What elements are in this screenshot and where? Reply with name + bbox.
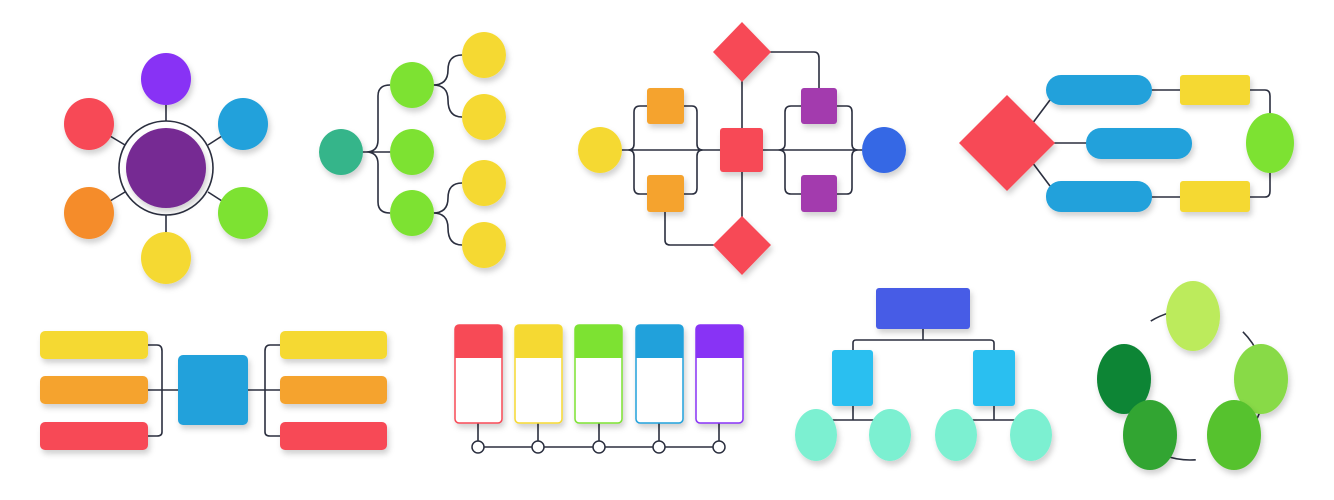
radial-node-top-left	[64, 98, 114, 150]
flowchart-process-box	[801, 88, 837, 124]
timeline-marker	[652, 440, 666, 454]
org-chart-member-node	[1010, 409, 1052, 461]
decision-option-pill	[1046, 181, 1152, 212]
timeline-marker	[592, 440, 606, 454]
bracket-diagram	[40, 331, 387, 450]
flowchart-process-box	[801, 175, 837, 212]
timeline-card-header	[696, 325, 743, 358]
tree-leaf-node	[462, 222, 506, 268]
cycle-node	[1123, 400, 1177, 470]
radial-connectors	[109, 104, 223, 233]
org-chart-root-box	[876, 288, 970, 329]
timeline-card	[695, 324, 744, 424]
radial-node-bottom	[141, 232, 191, 284]
flowchart-decision-diamond-top	[713, 22, 771, 82]
radial-node-top	[141, 53, 191, 105]
timeline-card	[574, 324, 623, 424]
timeline-marker	[531, 440, 545, 454]
flowchart-process-box	[647, 175, 684, 212]
cycle-diagram	[1097, 281, 1288, 470]
decision-option-pill	[1046, 75, 1152, 105]
org-chart-member-node	[869, 409, 911, 461]
flowchart-central-box	[720, 128, 763, 172]
flowchart-diagram	[578, 22, 906, 275]
decision-end-node	[1246, 113, 1294, 173]
decision-diagram	[959, 75, 1294, 212]
bracket-center-box	[178, 355, 248, 425]
tree-connectors	[362, 54, 463, 246]
timeline-card-header	[515, 325, 562, 358]
radial-node-top-right	[218, 98, 268, 150]
radial-node-bottom-left	[64, 187, 114, 239]
timeline-card	[454, 324, 503, 424]
flowchart-process-box	[647, 88, 684, 124]
org-chart-manager-box	[832, 350, 873, 406]
bracket-right-bar	[280, 376, 387, 404]
bracket-left-bar	[40, 331, 148, 359]
tree-branch-node	[390, 129, 434, 175]
radial-diagram	[64, 53, 268, 284]
timeline-marker	[712, 440, 726, 454]
cycle-node	[1166, 281, 1220, 351]
timeline-card-header	[636, 325, 683, 358]
org-chart-member-node	[935, 409, 977, 461]
timeline-marker	[471, 440, 485, 454]
flowchart-decision-diamond-bottom	[713, 216, 771, 275]
decision-connectors	[1031, 89, 1271, 198]
bracket-connectors	[148, 344, 280, 437]
tree-branch-node	[390, 190, 434, 236]
bracket-right-bar	[280, 331, 387, 359]
org-chart-member-node	[795, 409, 837, 461]
decision-option-pill	[1086, 128, 1192, 159]
radial-center-node	[126, 128, 206, 208]
tree-leaf-node	[462, 32, 506, 78]
bracket-left-bar	[40, 376, 148, 404]
org-chart-diagram	[795, 288, 1052, 461]
timeline-card	[635, 324, 684, 424]
tree-leaf-node	[462, 160, 506, 206]
bracket-left-bar	[40, 422, 148, 450]
tree-branch-node	[390, 62, 434, 108]
timeline-card-header	[575, 325, 622, 358]
org-chart-manager-box	[973, 350, 1015, 406]
radial-node-bottom-right	[218, 187, 268, 239]
timeline-card-header	[455, 325, 502, 358]
decision-diamond	[959, 95, 1055, 191]
tree-diagram	[319, 32, 506, 268]
tree-root-node	[319, 129, 363, 175]
timeline-card	[514, 324, 563, 424]
flowchart-end-node	[862, 127, 906, 173]
cycle-node	[1207, 400, 1261, 470]
cycle-node	[1097, 344, 1151, 414]
tree-leaf-node	[462, 94, 506, 140]
cycle-node	[1234, 344, 1288, 414]
timeline-diagram	[454, 324, 744, 454]
decision-step-box	[1180, 181, 1250, 212]
flowchart-start-node	[578, 127, 622, 173]
decision-step-box	[1180, 75, 1250, 105]
bracket-right-bar	[280, 422, 387, 450]
org-chart-connectors	[815, 328, 1032, 427]
